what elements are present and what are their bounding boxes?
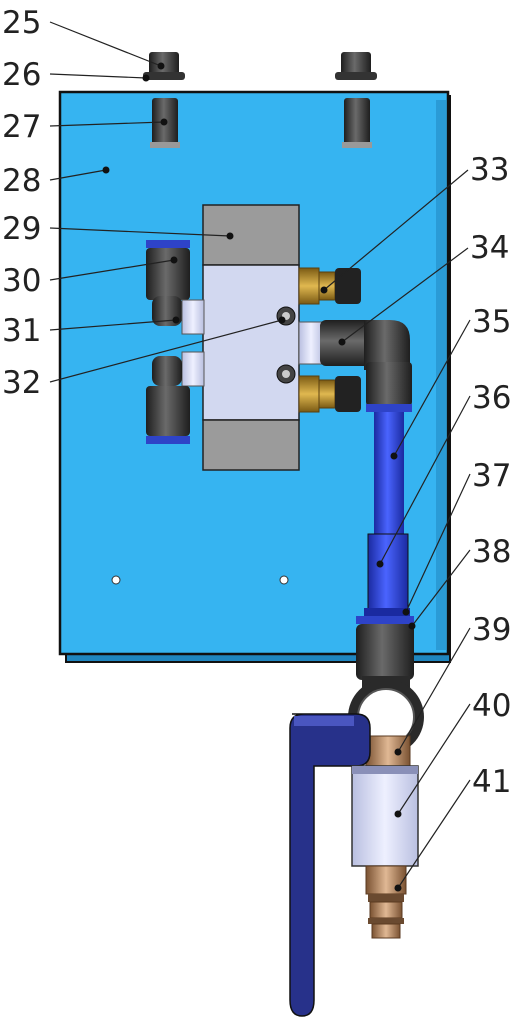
callout-39: 39 (472, 612, 511, 648)
callout-35: 35 (472, 304, 511, 340)
callout-37: 37 (472, 458, 511, 494)
mounting-bolt-right (335, 52, 377, 148)
callout-28: 28 (2, 163, 41, 199)
callout-31: 31 (2, 313, 41, 349)
bronze-nipple (365, 735, 411, 771)
callout-38: 38 (472, 534, 511, 570)
panel-hole-right (279, 575, 289, 585)
quick-connector (365, 865, 407, 939)
brass-fitting-upper (298, 267, 361, 305)
callout-30: 30 (2, 263, 41, 299)
callout-26: 26 (2, 57, 41, 93)
left-elbow-fitting-lower (146, 351, 205, 444)
callout-36: 36 (472, 380, 511, 416)
callout-27: 27 (2, 109, 41, 145)
callout-33: 33 (470, 152, 509, 188)
callout-40: 40 (472, 688, 511, 724)
callout-labels: 25 26 27 28 29 30 31 32 33 34 35 36 37 3… (2, 5, 511, 800)
callout-25: 25 (2, 5, 41, 41)
panel-hole-left (111, 575, 121, 585)
mounting-bolt-left (143, 52, 185, 148)
ball-valve-handle (289, 713, 371, 1017)
callout-leaders (49, 21, 471, 892)
brass-fitting-lower (298, 375, 361, 413)
callout-34: 34 (470, 230, 509, 266)
left-elbow-fitting-upper (146, 240, 205, 335)
callout-41: 41 (472, 764, 511, 800)
right-elbow-fitting (298, 320, 412, 412)
callout-29: 29 (2, 211, 41, 247)
callout-32: 32 (2, 365, 41, 401)
blue-tube (364, 412, 410, 616)
ball-valve-body (351, 765, 419, 867)
